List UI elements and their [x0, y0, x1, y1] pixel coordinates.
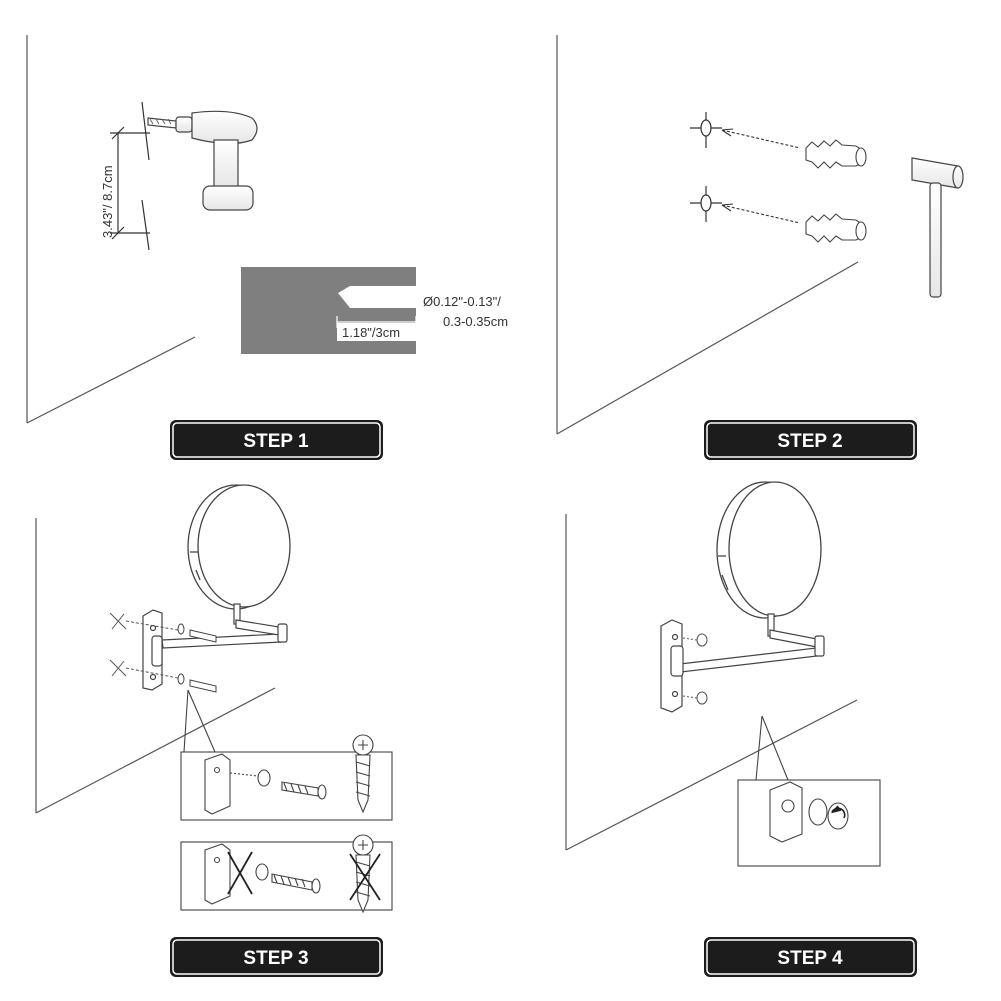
drill-diameter-label-2: 0.3-0.35cm: [443, 314, 508, 329]
step-4-badge: STEP 4: [704, 937, 917, 977]
drill-hole-marker: [690, 112, 722, 148]
panel-step-2: STEP 2: [556, 35, 964, 460]
step-3-badge: STEP 3: [170, 937, 383, 977]
step-1-label: STEP 1: [243, 431, 309, 452]
drill-hole-marker: [690, 186, 722, 222]
step-2-label: STEP 2: [777, 431, 842, 452]
incorrect-installation-inset: [180, 834, 393, 914]
step-3-label: STEP 3: [243, 948, 308, 969]
wall-floor-line: [556, 261, 859, 435]
wall-floor-line: [565, 699, 858, 851]
mirror-icon: [716, 481, 822, 619]
step-4-label: STEP 4: [777, 948, 843, 969]
hole-marker: [109, 612, 179, 679]
screw-icon: [177, 623, 217, 693]
mirror-arm: [161, 603, 288, 649]
step-2-badge: STEP 2: [704, 420, 917, 460]
wall-bracket: [660, 619, 684, 713]
panel-step-4: STEP 4: [565, 481, 917, 977]
drill-icon: [147, 110, 258, 211]
insert-arrow: [721, 128, 801, 224]
panel-step-1: 3.43"/ 8.7cm 1.18"/3cm Ø0.12"-0.13"/ 0.3…: [26, 35, 508, 460]
callout-pointer: [183, 689, 216, 753]
cross-mark-icon: [227, 851, 253, 895]
rotate-icon: [830, 805, 846, 819]
callout-pointer: [755, 715, 789, 781]
screw-cap-inset: [737, 779, 881, 867]
panel-step-3: STEP 3: [35, 484, 393, 977]
drill-depth-label: 1.18"/3cm: [342, 325, 400, 340]
wall-anchor-icon: [805, 213, 867, 243]
hole-spacing-label: 3.43"/ 8.7cm: [100, 165, 115, 238]
correct-installation-inset: [180, 734, 393, 821]
wall-anchor-icon: [805, 139, 867, 169]
mirror-icon: [187, 484, 291, 610]
hammer-icon: [911, 157, 964, 298]
screw-cap-icon: [682, 633, 708, 705]
wall-bracket: [142, 609, 163, 691]
wall-floor-line: [26, 336, 196, 424]
drill-diameter-label-1: Ø0.12"-0.13"/: [423, 294, 501, 309]
hole-spacing-dimension: [110, 101, 150, 251]
cross-mark-icon: [349, 853, 381, 901]
wall-floor-line: [35, 687, 276, 814]
drill-depth-inset: 1.18"/3cm: [241, 267, 417, 354]
step-1-badge: STEP 1: [170, 420, 383, 460]
